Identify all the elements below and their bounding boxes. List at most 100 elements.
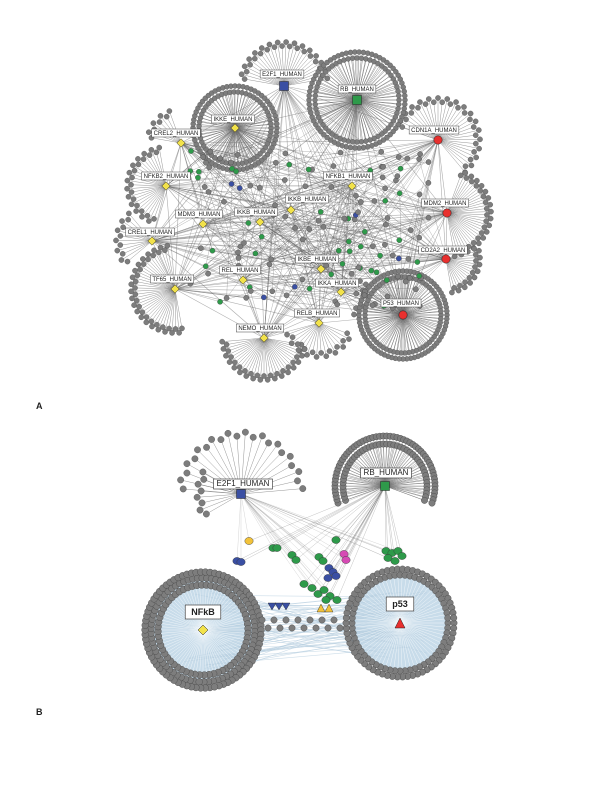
peripheral-node — [200, 469, 206, 475]
bridge-node — [313, 625, 319, 631]
peripheral-node — [275, 40, 280, 45]
cloud-node — [413, 287, 418, 292]
cloud-node — [384, 277, 389, 282]
peripheral-node — [139, 209, 144, 214]
peripheral-node — [242, 76, 247, 81]
peripheral-node — [324, 354, 329, 359]
peripheral-node — [467, 275, 472, 280]
peripheral-node — [144, 320, 149, 325]
cloud-node — [195, 175, 200, 180]
peripheral-node — [291, 360, 296, 365]
peripheral-node — [265, 440, 271, 446]
peripheral-node — [341, 344, 346, 349]
hub-label: NFKB1_HUMAN — [326, 174, 371, 180]
peripheral-node — [292, 41, 297, 46]
ring-node — [402, 93, 407, 98]
hub-label: CD2A2_HUMAN — [421, 248, 466, 254]
peripheral-node — [144, 314, 149, 319]
cloud-node — [292, 284, 297, 289]
peripheral-node — [208, 436, 214, 442]
cloud-node — [257, 185, 262, 190]
cloud-node — [318, 209, 323, 214]
peripheral-node — [285, 370, 290, 375]
cloud-node — [370, 303, 375, 308]
peripheral-node — [247, 57, 252, 62]
peripheral-node — [130, 163, 135, 168]
cloud-node — [398, 166, 403, 171]
middle-node — [319, 557, 327, 564]
cloud-node — [349, 271, 354, 276]
cloud-node — [390, 253, 395, 258]
peripheral-node — [290, 335, 295, 340]
cloud-node — [307, 286, 312, 291]
cloud-node — [321, 224, 326, 229]
cloud-node — [417, 273, 422, 278]
bridge-node — [277, 625, 283, 631]
cloud-node — [300, 237, 305, 242]
peripheral-node — [146, 130, 151, 135]
peripheral-node — [135, 273, 140, 278]
peripheral-node — [119, 218, 124, 223]
cloud-node — [383, 198, 388, 203]
peripheral-node — [135, 309, 140, 314]
peripheral-node — [279, 373, 284, 378]
peripheral-node — [134, 203, 139, 208]
peripheral-node — [198, 488, 204, 494]
cloud-node — [329, 184, 334, 189]
peripheral-node — [295, 46, 300, 51]
peripheral-node — [288, 462, 294, 468]
peripheral-node — [251, 376, 256, 381]
hub-label: RB_HUMAN — [340, 87, 374, 93]
peripheral-node — [284, 332, 289, 337]
peripheral-node — [220, 339, 225, 344]
bridge-node — [325, 625, 331, 631]
peripheral-node — [154, 322, 159, 327]
peripheral-node — [473, 141, 478, 146]
cloud-node — [208, 149, 213, 154]
middle-node — [237, 558, 245, 565]
ring-node — [396, 93, 401, 98]
cloud-node — [229, 181, 234, 186]
peripheral-node — [132, 268, 137, 273]
cloud-node — [385, 294, 390, 299]
peripheral-node — [151, 253, 156, 258]
peripheral-node — [341, 338, 346, 343]
peripheral-node — [426, 96, 431, 101]
cloud-node — [306, 167, 311, 172]
peripheral-node — [294, 354, 299, 359]
cloud-node — [241, 240, 246, 245]
peripheral-node — [469, 163, 474, 168]
cloud-node — [196, 169, 201, 174]
peripheral-node — [287, 453, 293, 459]
peripheral-node — [194, 494, 200, 500]
hub-label: E2F1_HUMAN — [262, 72, 302, 78]
cloud-node — [417, 235, 422, 240]
peripheral-node — [296, 348, 301, 353]
peripheral-node — [248, 62, 253, 67]
peripheral-node — [252, 50, 257, 55]
peripheral-node — [164, 114, 169, 119]
peripheral-node — [302, 347, 307, 352]
peripheral-node — [165, 243, 170, 248]
peripheral-node — [239, 72, 244, 77]
middle-node — [273, 544, 281, 551]
panel-a-edges — [116, 42, 491, 380]
peripheral-node — [147, 152, 152, 157]
peripheral-node — [453, 99, 458, 104]
middle-node — [300, 580, 308, 587]
peripheral-node — [473, 119, 478, 124]
cloud-node — [316, 218, 321, 223]
cloud-node — [415, 259, 420, 264]
peripheral-node — [487, 223, 492, 228]
peripheral-node — [287, 44, 292, 49]
middle-node — [322, 596, 330, 603]
peripheral-node — [141, 262, 146, 267]
ring-node — [274, 121, 279, 126]
cloud-node — [273, 160, 278, 165]
peripheral-node — [140, 256, 145, 261]
peripheral-node — [468, 111, 473, 116]
peripheral-node — [482, 225, 487, 230]
cloud-node — [248, 288, 253, 293]
